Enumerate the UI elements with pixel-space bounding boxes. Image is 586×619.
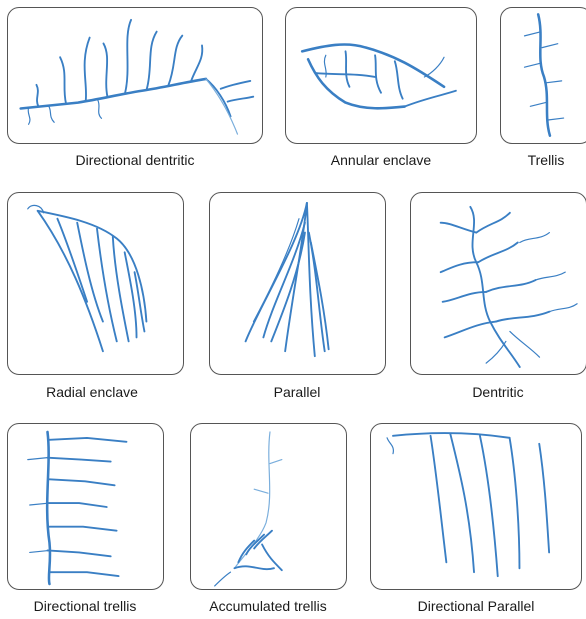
label-directional-parallel: Directional Parallel (418, 598, 535, 614)
accumulated-trellis-drainage-diagram (191, 424, 346, 589)
directional-dentritic-drainage-diagram (8, 8, 262, 143)
label-dentritic: Dentritic (472, 384, 523, 400)
label-parallel: Parallel (274, 384, 321, 400)
label-directional-dentritic: Directional dentritic (75, 152, 194, 168)
directional-parallel-drainage-diagram (371, 424, 581, 589)
trellis-drainage-diagram (501, 8, 586, 143)
panel-annular-enclave (285, 7, 477, 144)
radial-enclave-drainage-diagram (8, 193, 183, 374)
label-radial-enclave: Radial enclave (46, 384, 138, 400)
panel-dentritic (410, 192, 586, 375)
annular-enclave-drainage-diagram (286, 8, 476, 143)
panel-accumulated-trellis (190, 423, 347, 590)
panel-directional-parallel (370, 423, 582, 590)
label-accumulated-trellis: Accumulated trellis (209, 598, 327, 614)
label-annular-enclave: Annular enclave (331, 152, 431, 168)
panel-trellis (500, 7, 586, 144)
label-trellis: Trellis (528, 152, 565, 168)
parallel-drainage-diagram (210, 193, 385, 374)
panel-radial-enclave (7, 192, 184, 375)
label-directional-trellis: Directional trellis (34, 598, 137, 614)
panel-directional-dentritic (7, 7, 263, 144)
panel-directional-trellis (7, 423, 164, 590)
dentritic-drainage-diagram (411, 193, 586, 374)
directional-trellis-drainage-diagram (8, 424, 163, 589)
panel-parallel (209, 192, 386, 375)
